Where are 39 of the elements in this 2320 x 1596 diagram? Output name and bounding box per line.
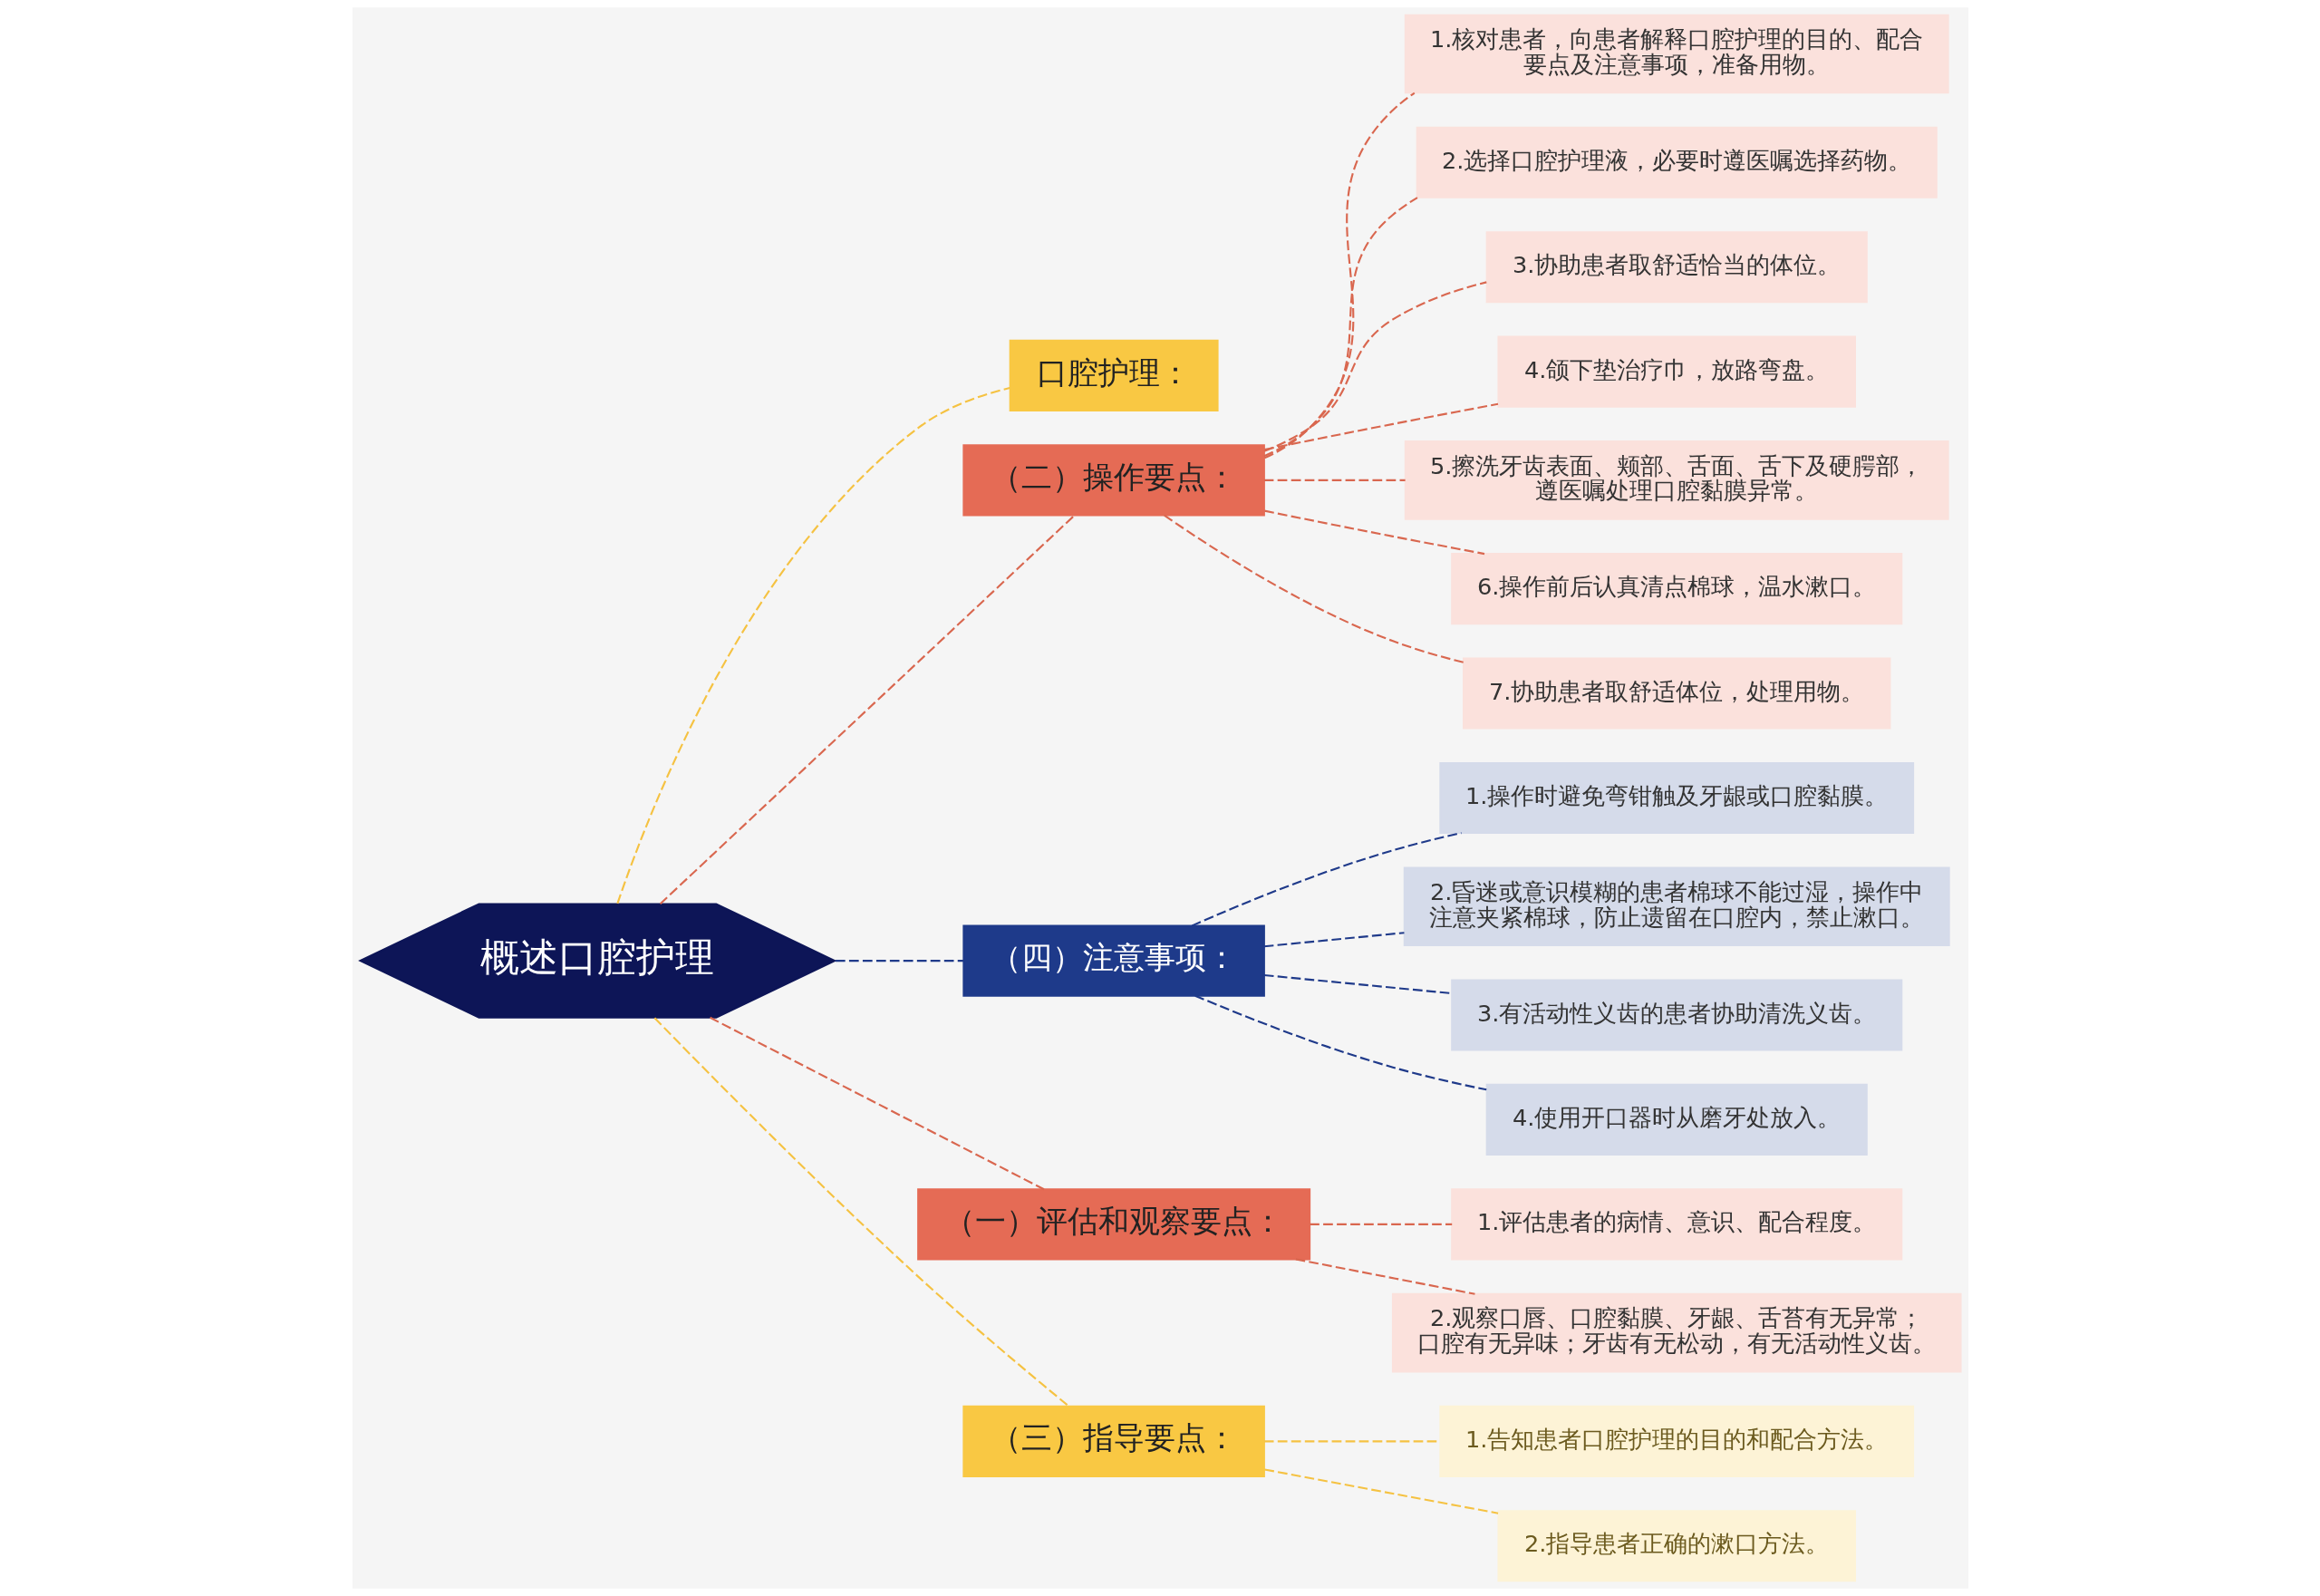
node-box: 4.使用开口器时从磨牙处放入。: [1485, 1083, 1868, 1156]
node-box: （三）指导要点：: [962, 1405, 1265, 1477]
connector: [653, 1017, 1069, 1407]
node-box: 3.有活动性义齿的患者协助清洗义齿。: [1450, 979, 1902, 1051]
node-box: 1.操作时避免弯钳触及牙龈或口腔黏膜。: [1438, 761, 1914, 835]
connector: [1263, 479, 1406, 481]
connector: [1263, 973, 1452, 995]
node-box: 7.协助患者取舒适体位，处理用物。: [1462, 657, 1890, 730]
node-box: 2.选择口腔护理液，必要时遵医嘱选择药物。: [1416, 126, 1938, 198]
node-box: （二）操作要点：: [962, 444, 1265, 517]
node-box: （一）评估和观察要点：: [916, 1188, 1310, 1261]
node-box: 2.昏迷或意识模糊的患者棉球不能过湿，操作中注意夹紧棉球，防止遗留在口腔内，禁止漱口。: [1403, 866, 1950, 947]
connector: [1309, 1223, 1452, 1225]
connector: [1263, 509, 1484, 556]
node-box: 1.告知患者口腔护理的目的和配合方法。: [1438, 1405, 1914, 1477]
node-box: 2.指导患者正确的漱口方法。: [1496, 1510, 1856, 1582]
node-box: 2.观察口唇、口腔黏膜、牙龈、舌苔有无异常；口腔有无异味；牙齿有无松动，有无活动性义齿。: [1391, 1292, 1961, 1373]
connector: [1191, 832, 1462, 927]
node-box: 5.擦洗牙齿表面、颊部、舌面、舌下及硬腭部，遵医嘱处理口腔黏膜异常。: [1404, 440, 1949, 520]
connector: [835, 960, 963, 962]
connector: [709, 1016, 1044, 1191]
connector: [1263, 1468, 1498, 1514]
connector: [1263, 92, 1415, 459]
connector: [615, 387, 1010, 904]
node-box: 口腔护理：: [1009, 339, 1219, 411]
connector: [1263, 402, 1498, 451]
node-box: 1.核对患者，向患者解释口腔护理的目的、配合要点及注意事项，准备用物。: [1404, 14, 1949, 94]
connector: [1295, 1258, 1475, 1295]
connector: [1163, 514, 1464, 663]
node-box: 1.评估患者的病情、意识、配合程度。: [1450, 1188, 1902, 1261]
node-box: 6.操作前后认真清点棉球，温水漱口。: [1450, 553, 1902, 625]
connector: [1194, 994, 1486, 1091]
connector: [659, 514, 1075, 904]
connector: [1263, 281, 1487, 452]
node-box: 4.颌下垫治疗巾，放路弯盘。: [1496, 335, 1856, 408]
connector: [1263, 932, 1405, 948]
node-box: （四）注意事项：: [962, 924, 1265, 997]
connector: [1263, 197, 1418, 458]
node-box: 3.协助患者取舒适恰当的体位。: [1485, 231, 1868, 304]
